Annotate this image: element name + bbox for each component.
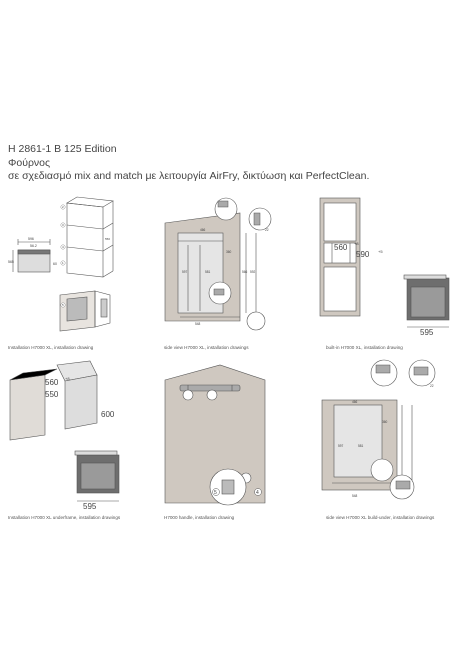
dim-590: 590 <box>356 250 370 259</box>
dim-plus-8: +8 <box>65 376 70 381</box>
dim-548: 548 <box>352 494 358 498</box>
dim-60: 60 <box>53 262 57 266</box>
dim-56-2: 56.2 <box>30 244 37 248</box>
product-type: Φούρνος <box>8 156 51 169</box>
callout-2: 2 <box>62 205 64 209</box>
figure-build-under: 466 597 581 360 548 22 <box>321 359 436 500</box>
caption-installation-drawing: Installation H7000 XL, installation draw… <box>8 345 94 350</box>
dim-592: 592 <box>250 270 256 274</box>
dim-548: 548 <box>195 322 201 326</box>
callout-3: 3 <box>62 223 64 227</box>
callout-5: 5 <box>62 303 64 307</box>
dim-466: 466 <box>200 228 206 232</box>
dim-angle: 22 <box>430 384 434 388</box>
model-number: H 2861-1 B 125 Edition <box>8 143 117 155</box>
dim-plus-5: +5 <box>378 249 383 254</box>
dim-550: 550 <box>45 390 59 399</box>
figure-handle: 5 4 <box>164 364 266 506</box>
callout-1: 1 <box>62 261 64 265</box>
dim-581: 581 <box>358 444 364 448</box>
dim-560: 560 <box>334 243 348 252</box>
caption-side-view: side view H7000 XL, installation drawing… <box>164 345 249 350</box>
dim-angle: 22 <box>265 228 269 232</box>
callout-5: 5 <box>214 490 217 496</box>
figure-side-view: 466 597 581 360 566 592 548 22 <box>164 197 272 331</box>
caption-built-in: built-in H7000 XL, installation drawing <box>326 345 403 350</box>
dim-600: 600 <box>101 410 115 419</box>
caption-build-under: side view H7000 XL build-under, installa… <box>326 515 435 520</box>
figure-built-in: 560 590 595 +8 +5 <box>319 197 450 337</box>
dim-550: 550 <box>105 237 110 241</box>
dim-560: 560 <box>45 378 59 387</box>
dim-plus-8: +8 <box>354 241 359 246</box>
dim-595: 595 <box>83 502 97 510</box>
dim-360: 360 <box>382 420 388 424</box>
dim-581: 581 <box>205 270 211 274</box>
product-header: H 2861-1 B 125 Edition Φούρνος σε σχεδια… <box>8 143 369 184</box>
dim-597: 597 <box>338 444 344 448</box>
dim-566: 566 <box>242 270 248 274</box>
dim-360: 360 <box>226 250 232 254</box>
caption-underframe: Installation H7000 XL underframe, instal… <box>8 515 121 520</box>
dim-595: 595 <box>420 328 434 337</box>
product-description: σε σχεδιασμό mix and match με λειτουργία… <box>8 170 370 182</box>
figure-installation-drawing: 596 56.2 565 60 2 3 4 1 5 550 <box>8 196 114 332</box>
dim-466: 466 <box>352 400 358 404</box>
dim-597: 597 <box>182 270 188 274</box>
dim-596: 596 <box>28 237 34 241</box>
caption-handle: H7000 handle, installation drawing <box>164 515 235 520</box>
callout-4: 4 <box>256 490 259 496</box>
figure-underframe: 560 550 600 595 +8 <box>9 360 120 510</box>
dim-565: 565 <box>8 260 14 264</box>
callout-4: 4 <box>62 245 64 249</box>
